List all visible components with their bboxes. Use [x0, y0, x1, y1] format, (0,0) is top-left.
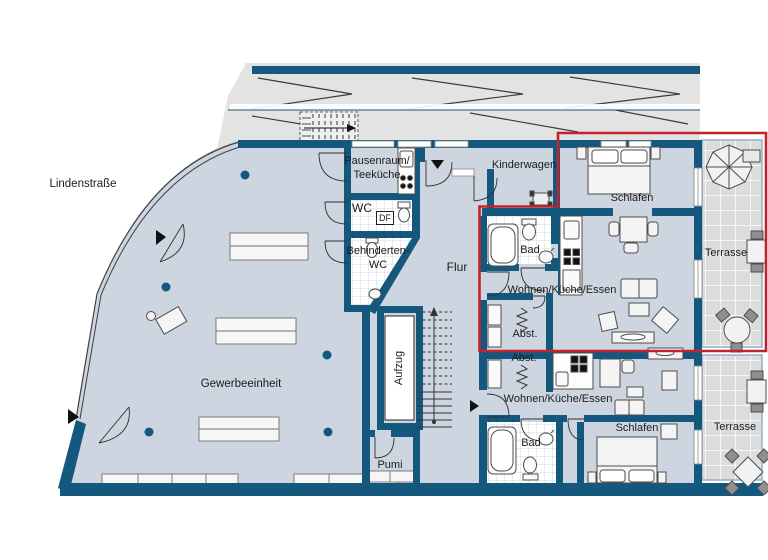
sink-lower: [538, 429, 555, 446]
stair-up-arrow: [430, 307, 438, 316]
toilet-lower: [522, 456, 539, 481]
terrace-furniture: [705, 144, 768, 496]
interior-stair: [417, 307, 452, 428]
bed-upper: [576, 146, 661, 195]
bathtub-upper: [487, 223, 519, 267]
apartment-furniture: [576, 146, 684, 484]
behinderten-wc-floor: [351, 238, 412, 306]
elevator-box: [384, 315, 415, 421]
shop-entry-arrow-1: [156, 230, 166, 245]
sofa-upper: [597, 278, 680, 344]
sink-upper: [538, 247, 555, 264]
furniture-lower-living: [599, 347, 684, 416]
sidewalk-strip: [230, 104, 700, 110]
display-tables: [101, 232, 415, 487]
terrace-table-lower: [746, 370, 767, 413]
toilet-upper: [521, 218, 537, 241]
apartment-entry-arrow: [470, 400, 479, 412]
glass-facade: [75, 141, 244, 420]
kitchen-upper: [559, 215, 583, 296]
stair-direction-arrow: [347, 124, 356, 132]
dining-set-upper: [608, 216, 659, 254]
terrace-round-table: [714, 307, 759, 353]
street-edge-bar: [252, 66, 700, 74]
shop-desk: [146, 305, 188, 335]
heater-lower: [515, 364, 529, 390]
columns: [144, 170, 333, 437]
windows: [351, 140, 703, 465]
kitchenette: [397, 147, 416, 195]
abst-shelves: [487, 304, 502, 389]
fixtures: [365, 147, 594, 481]
exterior-stair: [299, 111, 359, 144]
bathtub-lower: [487, 426, 517, 475]
heater-upper: [515, 307, 529, 333]
wc-toilet: [397, 201, 411, 223]
flur-entry-arrow: [431, 160, 444, 169]
apartment-outline-red: [478, 131, 768, 353]
parasol-icon: [705, 144, 761, 190]
shop-entry-arrow-2: [68, 409, 79, 424]
behinderten-wc-fixtures: [365, 237, 382, 300]
stroller-icon: [529, 190, 553, 208]
bed-lower: [587, 423, 678, 484]
entrance-arrows: [68, 160, 479, 424]
kitchen-lower: [552, 352, 594, 390]
street-band: [207, 63, 700, 198]
